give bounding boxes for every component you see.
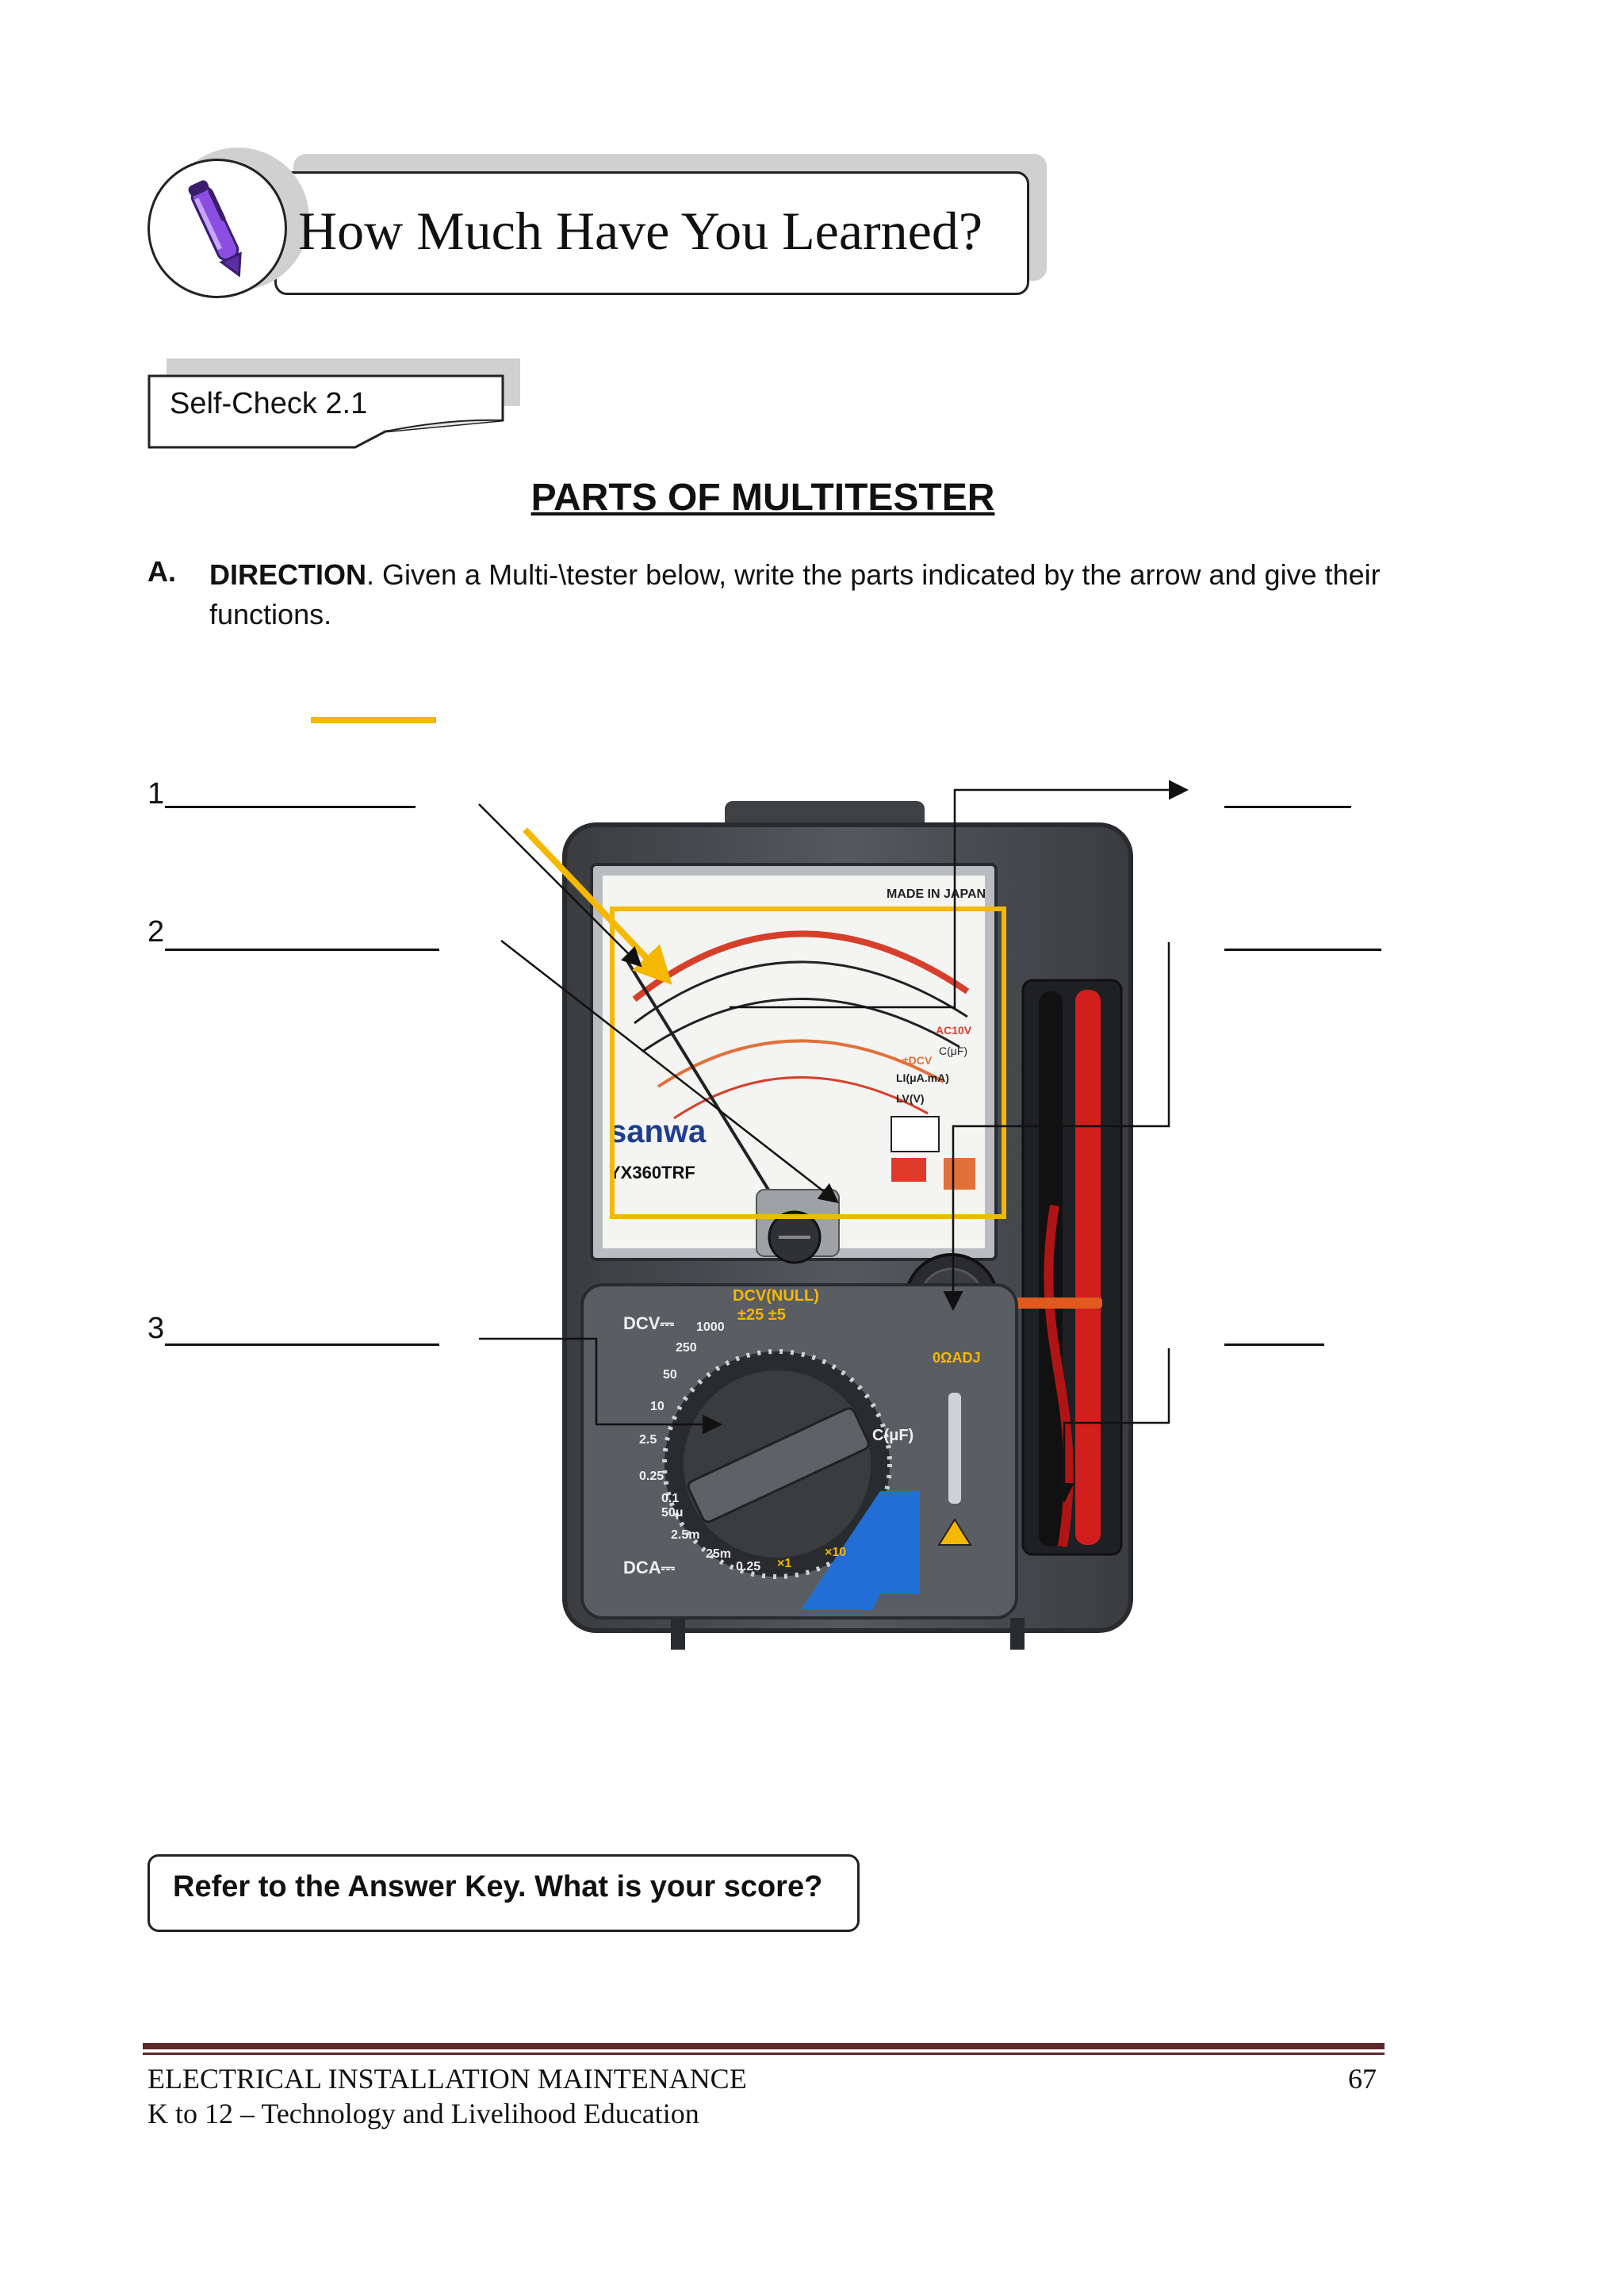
self-check-label: Self-Check 2.1 bbox=[170, 387, 368, 420]
dial-range-9: 25m bbox=[706, 1547, 731, 1561]
yellow-accent-dash bbox=[311, 717, 436, 723]
multitester-foot-left bbox=[671, 1618, 685, 1650]
red-test-lead bbox=[1075, 990, 1101, 1545]
direction-text: DIRECTION. Given a Multi-\tester below, … bbox=[209, 555, 1415, 634]
page-heading: How Much Have You Learned? bbox=[298, 201, 983, 261]
footer-rule bbox=[143, 2043, 1385, 2049]
answer-blank-1[interactable] bbox=[165, 806, 416, 808]
dial-range-7: 50μ bbox=[661, 1506, 684, 1520]
answer-blank-4[interactable] bbox=[1224, 806, 1351, 808]
direction-letter: A. bbox=[147, 555, 176, 588]
dial-range-5: 0.25 bbox=[639, 1470, 664, 1483]
direction-body: . Given a Multi-\tester below, write the… bbox=[209, 558, 1381, 631]
answer-blank-5[interactable] bbox=[1224, 949, 1381, 951]
dial-range-1: 250 bbox=[676, 1341, 697, 1355]
meter-made-in: MADE IN JAPAN bbox=[887, 887, 986, 901]
footer-subject: ELECTRICAL INSTALLATION MAINTENANCE bbox=[147, 2063, 747, 2095]
dial-dca-label: DCA⎓ bbox=[623, 1558, 676, 1577]
footer-program: K to 12 – Technology and Livelihood Educ… bbox=[147, 2098, 699, 2129]
dial-range-8: 2.5m bbox=[671, 1528, 699, 1542]
footer-rule-thin bbox=[143, 2053, 1385, 2055]
scale-label-ac10v: AC10V bbox=[936, 1024, 972, 1037]
dial-range-2: 50 bbox=[663, 1368, 677, 1382]
leader-arrow-1 bbox=[478, 803, 642, 968]
scale-arc-black bbox=[634, 960, 968, 1025]
scale-arc-2 bbox=[642, 998, 960, 1053]
yellow-pointer-arrow bbox=[523, 827, 672, 985]
scale-arc-red bbox=[632, 930, 970, 1002]
fuse-protection-sticker bbox=[891, 1158, 926, 1182]
dial-dcv-null-label: DCV(NULL) bbox=[733, 1287, 819, 1305]
page-number: 67 bbox=[1348, 2063, 1377, 2095]
scale-label-cuf: C(μF) bbox=[939, 1045, 967, 1057]
self-check-tag bbox=[147, 374, 504, 449]
answer-blank-3[interactable] bbox=[165, 1343, 439, 1346]
dial-dcv-null-range: ±25 ±5 bbox=[737, 1306, 786, 1324]
probe-holder-slot bbox=[948, 1393, 961, 1504]
score-box bbox=[147, 1854, 860, 1932]
protection-sticker bbox=[944, 1158, 975, 1190]
meter-brand: sanwa bbox=[609, 1114, 707, 1149]
blue-tape bbox=[801, 1491, 920, 1610]
scale-label-lv: LV(V) bbox=[896, 1092, 925, 1105]
highlight-frame bbox=[610, 907, 1006, 1219]
answer-blank-2[interactable] bbox=[165, 949, 439, 951]
dial-range-4: 2.5 bbox=[639, 1433, 657, 1447]
score-prompt: Refer to the Answer Key. What is your sc… bbox=[173, 1870, 823, 1903]
meter-model: YX360TRF bbox=[609, 1163, 695, 1182]
blank-number-2: 2 bbox=[147, 915, 165, 949]
leader-arrow-2 bbox=[500, 940, 839, 1204]
section-title: PARTS OF MULTITESTER bbox=[530, 477, 995, 519]
cable-tie bbox=[1007, 1297, 1102, 1309]
dial-range-12: ×10 bbox=[825, 1546, 846, 1559]
scale-label-li: LI(μA.mA) bbox=[896, 1071, 949, 1084]
header-banner bbox=[274, 171, 1029, 295]
dial-range-10: 0.25 bbox=[736, 1560, 760, 1573]
scale-arc-orange bbox=[657, 1039, 944, 1088]
leader-arrow-3 bbox=[479, 1337, 722, 1435]
leader-arrow-4 bbox=[730, 780, 1189, 1009]
dial-zero-adj-label: 0ΩADJ bbox=[933, 1350, 980, 1366]
blank-number-3: 3 bbox=[147, 1312, 165, 1345]
dial-range-3: 10 bbox=[650, 1400, 665, 1413]
dial-range-6: 0.1 bbox=[661, 1492, 679, 1505]
multitester-foot-right bbox=[1010, 1618, 1025, 1650]
drop-proof-sticker bbox=[891, 1116, 940, 1152]
blank-number-1: 1 bbox=[147, 777, 165, 811]
pen-icon bbox=[188, 180, 242, 278]
answer-blank-6[interactable] bbox=[1224, 1343, 1324, 1346]
dial-range-11: ×1 bbox=[777, 1557, 791, 1570]
direction-keyword: DIRECTION bbox=[209, 558, 366, 591]
warning-triangle-icon bbox=[937, 1518, 972, 1546]
dial-cap-label: C(μF) bbox=[872, 1427, 914, 1444]
range-selector-pointer bbox=[687, 1407, 870, 1524]
leader-arrow-6 bbox=[1054, 1348, 1170, 1503]
leader-arrow-5 bbox=[943, 942, 1170, 1311]
meter-scale-plate bbox=[603, 876, 985, 1248]
pen-icon-circle bbox=[147, 159, 287, 298]
dial-range-0: 1000 bbox=[696, 1320, 725, 1334]
scale-label-dcv: ±DCV bbox=[902, 1054, 933, 1067]
dial-dcv-label: DCV⎓ bbox=[623, 1313, 674, 1333]
